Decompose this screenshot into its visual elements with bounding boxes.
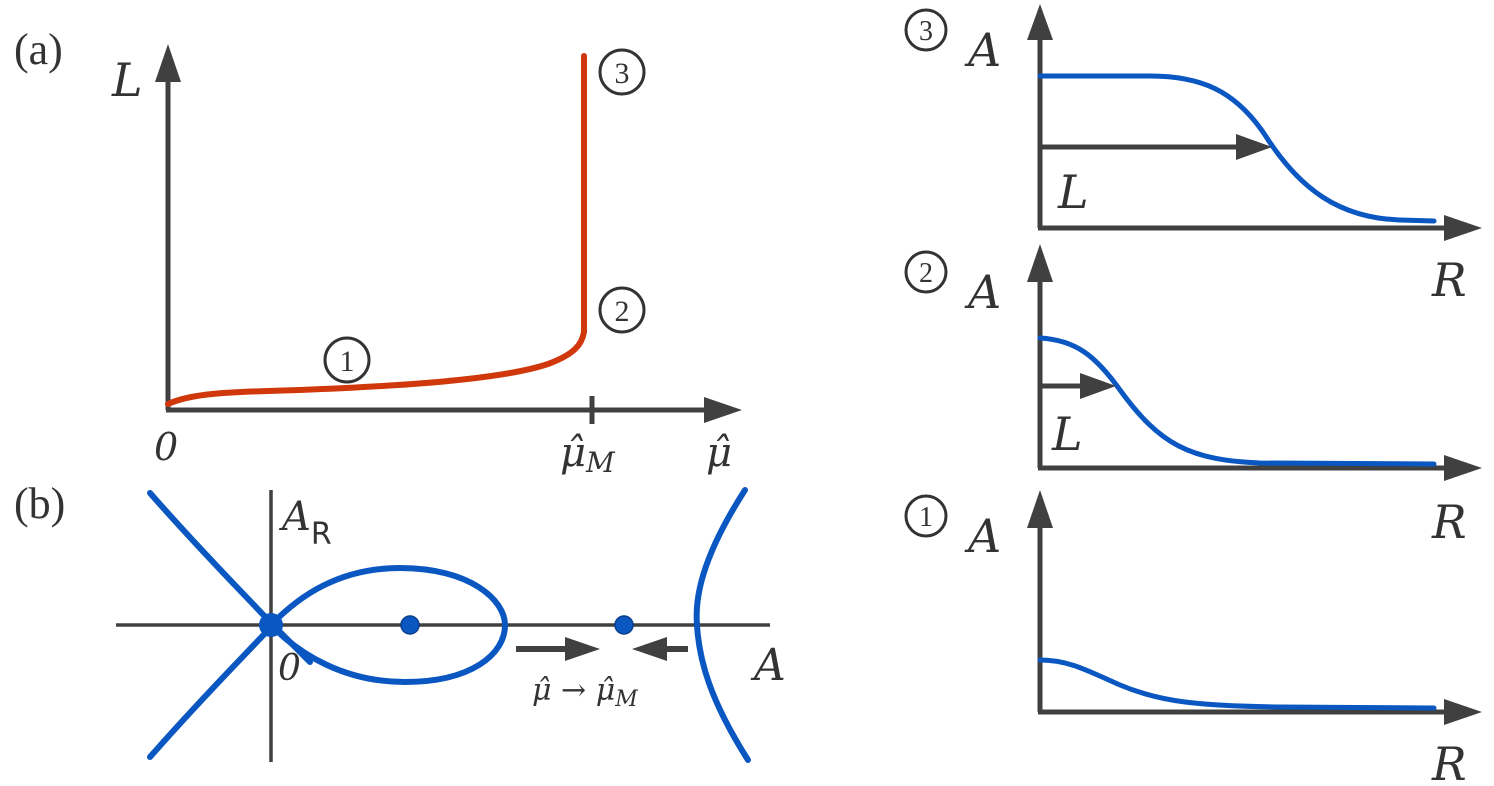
arrow-left-head	[632, 637, 667, 661]
svg-text:2: 2	[615, 295, 630, 328]
profile-1-y-label: A	[964, 509, 1001, 563]
arrow-right-head	[565, 637, 600, 661]
origin-point	[259, 613, 283, 637]
panel-b-tag: (b)	[14, 479, 65, 528]
panel-a-y-arrowhead	[155, 44, 181, 82]
svg-text:2: 2	[919, 258, 933, 289]
profile-3-L-label: L	[1057, 165, 1089, 219]
profile-3-marker: 3	[904, 8, 948, 52]
profile-1-x-arrowhead	[1444, 699, 1482, 725]
profile-2-curve	[1037, 335, 1437, 467]
panel-a-origin-label: 0	[154, 425, 178, 469]
closed-loop-curve	[268, 564, 509, 686]
profile-1-curve	[1037, 657, 1437, 711]
profile-3-x-arrowhead	[1444, 215, 1482, 241]
profile-2-x-arrowhead	[1444, 455, 1482, 481]
profile-2: 2 A R L	[904, 244, 1482, 481]
profile-3-x-label: R	[1431, 253, 1467, 307]
right-branch-curve	[693, 487, 751, 763]
svg-text:3: 3	[919, 16, 933, 47]
mu-to-mu-m-caption: μ̂ → μ̂M	[532, 673, 638, 712]
svg-text:3: 3	[615, 57, 630, 90]
panel-a-x-arrowhead	[704, 397, 742, 423]
svg-text:1: 1	[919, 502, 933, 533]
profile-3-L-arrow-head	[1236, 134, 1272, 160]
center-point	[400, 615, 420, 635]
saddle-point	[614, 615, 634, 635]
marker-1: 1	[323, 336, 371, 384]
panel-a-mu-m-label: μ̂M	[560, 430, 616, 479]
branch-curve-upper-left	[147, 490, 313, 665]
profile-3: 3 A L	[904, 4, 1482, 241]
profile-1-y-arrowhead	[1027, 490, 1053, 528]
profile-2-x-label: R	[1431, 495, 1467, 549]
marker-2: 2	[598, 286, 646, 334]
panel-b-y-label: AR	[278, 494, 332, 552]
panel-a-y-label: L	[111, 53, 143, 107]
profile-3-y-label: A	[964, 23, 1001, 77]
L-vs-mu-curve	[165, 53, 587, 407]
profile-2-L-arrow-head	[1080, 373, 1116, 399]
panel-a: (a) L 0 μ̂M μ̂ 1 2 3	[14, 25, 742, 479]
profile-2-y-label: A	[964, 265, 1001, 319]
profile-3-curve	[1037, 73, 1437, 224]
svg-text:1: 1	[340, 345, 355, 378]
profile-2-marker: 2	[904, 250, 948, 294]
panel-b-origin-label: 0	[278, 648, 301, 689]
marker-3: 3	[598, 48, 646, 96]
panel-b: (b) AR 0 A μ̂ → μ̂M	[14, 479, 786, 763]
profile-1-x-label: R	[1431, 737, 1467, 786]
profile-2-L-label: L	[1051, 407, 1083, 461]
profile-1-marker: 1	[904, 494, 948, 538]
panel-b-x-label: A	[750, 640, 786, 691]
branch-curve-lower-left	[147, 624, 274, 760]
profile-2-y-arrowhead	[1027, 244, 1053, 282]
panel-a-x-label: μ̂	[706, 430, 732, 476]
panel-a-tag: (a)	[14, 25, 63, 74]
profile-3-y-arrowhead	[1027, 4, 1053, 40]
profile-1: 1 A R R	[904, 490, 1482, 786]
